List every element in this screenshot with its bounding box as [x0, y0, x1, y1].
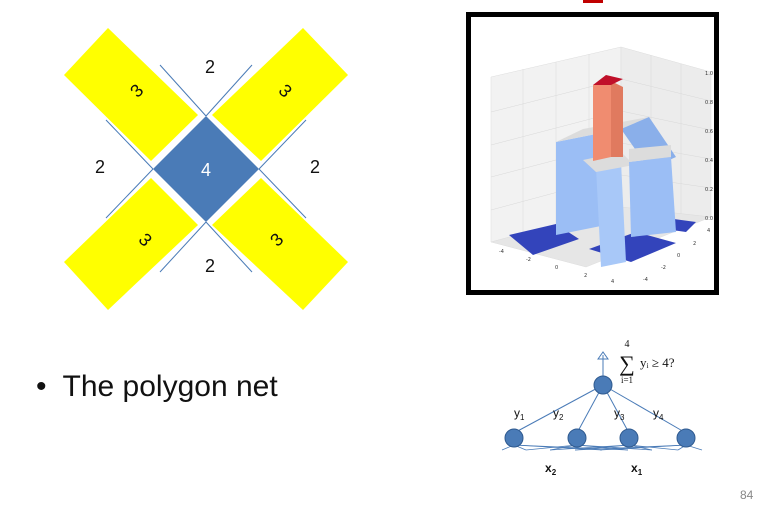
- edge-left-bottom: [105, 168, 154, 219]
- sum-upper-limit: 4: [625, 339, 630, 350]
- z-tick-4: 0.2: [705, 187, 713, 193]
- edge-top-right: [205, 64, 253, 117]
- arm-right-top: [629, 145, 671, 162]
- y-label-4: y4: [653, 406, 664, 422]
- x-label-1: x1: [631, 461, 643, 477]
- sum-condition: yᵢ ≥ 4?: [640, 355, 675, 370]
- center-tower-front: [593, 81, 611, 161]
- 3d-plot: 1.0 0.8 0.6 0.4 0.2 0.0 -4 -2 0 2 4 4 2 …: [490, 46, 713, 285]
- sum-symbol: ∑: [619, 351, 635, 376]
- arm-top-left: [64, 28, 198, 161]
- y-tick-2: 0: [677, 253, 680, 259]
- edge-bottom-left: [159, 221, 207, 273]
- page-number: 84: [740, 488, 754, 502]
- top-red-mark: [583, 0, 603, 3]
- arm-front-side: [596, 162, 626, 267]
- hidden-node-1: [504, 428, 524, 448]
- output-node: [593, 375, 613, 395]
- hidden-node-4: [676, 428, 696, 448]
- neural-network-diagram: 4 ∑ i=1 yᵢ ≥ 4? y1 y2 y3 y4 x2 x1: [501, 339, 703, 477]
- center-tower-top: [593, 75, 623, 85]
- edge-right-top: [258, 119, 307, 170]
- x-label-2: x2: [545, 461, 557, 477]
- y-label-1: y1: [514, 406, 525, 422]
- input-hidden-edges: [501, 444, 703, 451]
- output-arrowhead: [597, 351, 609, 360]
- bullet-dot: •: [36, 370, 47, 403]
- edge-left-top: [105, 119, 154, 170]
- y-tick-0: 4: [707, 228, 710, 234]
- arm-right-front: [629, 157, 676, 237]
- polygon-cross-diagram: 3 3 3 3 4 2 2 2 2: [64, 28, 348, 310]
- arm-top-right: [212, 28, 348, 161]
- y-tick-1: 2: [693, 241, 696, 247]
- center-tower-side: [611, 81, 623, 157]
- z-tick-2: 0.6: [705, 129, 713, 135]
- gap-label-top: 2: [205, 57, 215, 77]
- z-tick-5: 0.0: [705, 216, 713, 222]
- z-tick-3: 0.4: [705, 158, 713, 164]
- hidden-node-3: [619, 428, 639, 448]
- x-tick-2: 0: [555, 265, 558, 271]
- x-tick-0: -4: [499, 249, 504, 255]
- hidden-node-2: [567, 428, 587, 448]
- bullet-text: The polygon net: [62, 370, 278, 403]
- y-label-2: y2: [553, 406, 564, 422]
- z-tick-1: 0.8: [705, 100, 713, 106]
- gap-label-bottom: 2: [205, 256, 215, 276]
- y-label-3: y3: [614, 406, 625, 422]
- y-tick-3: -2: [661, 265, 666, 271]
- center-square: [153, 116, 259, 222]
- z-tick-0: 1.0: [705, 71, 713, 77]
- x-tick-3: 2: [584, 273, 587, 279]
- sum-lower-limit: i=1: [621, 375, 633, 385]
- x-tick-4: 4: [611, 279, 614, 285]
- bullet-item: • The polygon net: [36, 370, 278, 404]
- edge-bottom-right: [205, 221, 253, 273]
- edge-top-left: [159, 64, 207, 117]
- arm-bottom-right: [212, 178, 348, 310]
- arm-bottom-left: [64, 178, 198, 310]
- center-label: 4: [201, 160, 211, 180]
- y-tick-4: -4: [643, 277, 648, 283]
- edge-right-bottom: [258, 168, 307, 219]
- plot-frame: 1.0 0.8 0.6 0.4 0.2 0.0 -4 -2 0 2 4 4 2 …: [466, 12, 719, 295]
- x-tick-1: -2: [526, 257, 531, 263]
- gap-label-left: 2: [95, 157, 105, 177]
- gap-label-right: 2: [310, 157, 320, 177]
